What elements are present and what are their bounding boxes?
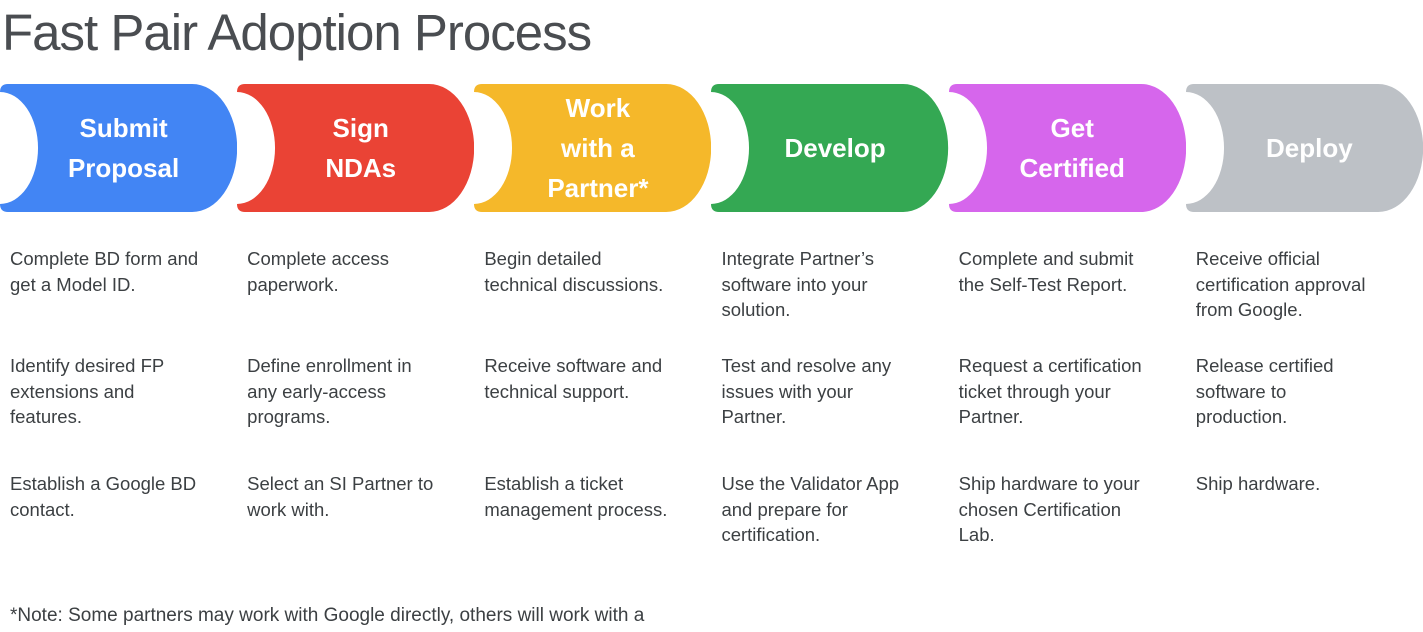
step-task: Test and resolve any issues with your Pa…	[721, 355, 892, 427]
step-label: Submit Proposal	[67, 113, 180, 183]
arrow-shape-path	[237, 84, 475, 212]
step-column-develop: Develop Integrate Partner’s software int…	[711, 84, 949, 580]
fast-pair-adoption-diagram: Fast Pair Adoption Process Submit Propos…	[0, 4, 1423, 632]
page-title: Fast Pair Adoption Process	[2, 4, 592, 61]
step-task: Define enrollment in any early-access pr…	[247, 355, 412, 427]
step-task: Complete BD form and get a Model ID.	[10, 248, 199, 295]
step-task: Receive software and technical support.	[484, 355, 663, 402]
step-column-submit-proposal: Submit Proposal Complete BD form and get…	[0, 84, 238, 580]
step-task: Ship hardware to your chosen Certificati…	[958, 473, 1140, 545]
step-label: Work with a Partner*	[547, 93, 649, 203]
step-task: Release certified software to production…	[1195, 355, 1334, 427]
step-shape-get-certified: Get Certified	[948, 84, 1186, 212]
arrow-shape-path	[948, 84, 1186, 212]
step-task: Complete and submit the Self-Test Report…	[958, 248, 1134, 295]
arrow-shape-path	[1185, 84, 1423, 212]
step-task: Use the Validator App and prepare for ce…	[721, 473, 900, 545]
arrow-shape-path	[474, 84, 712, 212]
footnote: *Note: Some partners may work with Googl…	[10, 605, 645, 626]
step-label: Get Certified	[1019, 113, 1125, 183]
arrow-shape-icon	[474, 84, 712, 212]
step-label: Develop	[784, 133, 886, 163]
arrow-shape-icon	[711, 84, 949, 212]
step-task: Establish a Google BD contact.	[10, 473, 197, 520]
step-label: Deploy	[1266, 133, 1353, 163]
step-task: Begin detailed technical discussions.	[484, 248, 664, 295]
arrow-shape-icon	[0, 84, 238, 212]
step-task: Request a certification ticket through y…	[958, 355, 1142, 427]
arrow-shape-path	[0, 84, 238, 212]
arrow-shape-icon	[237, 84, 475, 212]
step-column-sign-ndas: Sign NDAs Complete access paperwork. Def…	[237, 84, 475, 580]
step-shape-work-with-partner: Work with a Partner*	[474, 84, 712, 212]
step-shape-submit-proposal: Submit Proposal	[0, 84, 238, 212]
step-task: Identify desired FP extensions and featu…	[10, 355, 165, 427]
arrow-shape-icon	[948, 84, 1186, 212]
step-shape-deploy: Deploy	[1185, 84, 1423, 212]
step-task: Establish a ticket management process.	[484, 473, 668, 520]
step-column-deploy: Deploy Receive official certification ap…	[1185, 84, 1423, 580]
step-column-work-with-partner: Work with a Partner* Begin detailed tech…	[474, 84, 712, 580]
step-label: Sign NDAs	[325, 113, 397, 183]
step-task: Ship hardware.	[1195, 473, 1321, 494]
step-column-get-certified: Get Certified Complete and submit the Se…	[948, 84, 1186, 580]
step-task: Receive official certification approval …	[1195, 248, 1366, 320]
step-shape-develop: Develop	[711, 84, 949, 212]
step-task: Complete access paperwork.	[247, 248, 390, 295]
step-task: Integrate Partner’s software into your s…	[721, 248, 875, 320]
step-task: Select an SI Partner to work with.	[247, 473, 434, 520]
step-shape-sign-ndas: Sign NDAs	[237, 84, 475, 212]
arrow-shape-icon	[1185, 84, 1423, 212]
process-flow: Submit Proposal Complete BD form and get…	[0, 84, 1423, 580]
arrow-shape-path	[711, 84, 949, 212]
